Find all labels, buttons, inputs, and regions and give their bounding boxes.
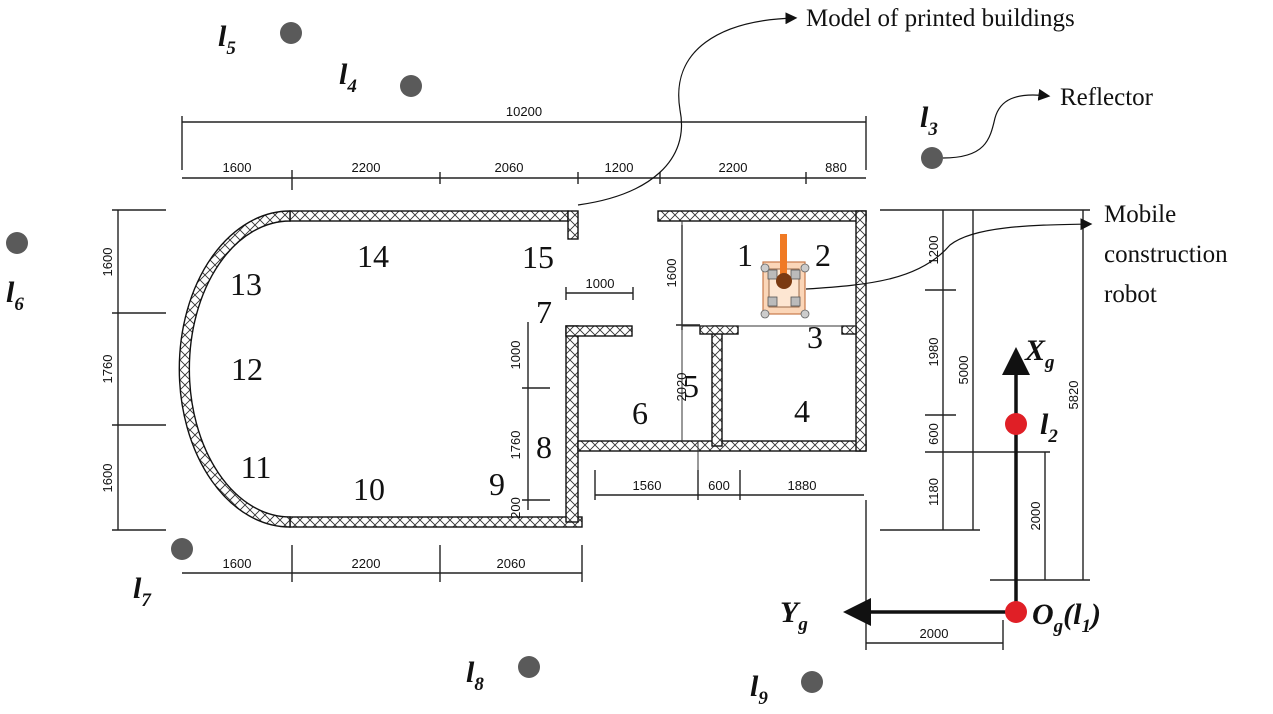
model-label: Model of printed buildings [806,5,1075,32]
reflector-label: Reflector [1060,84,1154,111]
reflector-l6-dot [6,232,28,254]
dim-top-1: 1600 [223,160,252,175]
dim-right-2: 1980 [926,338,941,367]
origin-label: Og(l1) [1032,598,1101,637]
annotations: Model of printed buildings Reflector Mob… [806,5,1228,308]
dim-left-1: 1600 [100,248,115,277]
reflectors: l5 l4 l3 l6 l2 l7 l8 l9 [6,20,1058,709]
dim-inner-bottom-3: 1880 [788,478,817,493]
coordinate-axes: Xg Yg Og(l1) [780,334,1101,637]
dim-bottom-3: 2060 [497,556,526,571]
construction-lines [681,221,856,470]
dim-right-4: 1180 [926,478,941,506]
dim-right-3: 600 [926,423,941,445]
dim-overall-top: 10200 [506,104,542,119]
room-11: 11 [241,449,272,485]
reflector-l2-dot [1005,413,1027,435]
room-numbers: 1 2 3 4 5 6 7 8 9 10 11 12 13 14 15 [230,237,831,507]
room-10: 10 [353,471,385,507]
dimension-labels: 10200 1600 2200 2060 1200 2200 880 1600 … [100,104,1081,641]
x-axis-label: Xg [1024,334,1055,373]
robot-label-line-2: construction [1104,241,1228,268]
dim-inner-left-3: 200 [508,497,523,519]
dim-left-2: 1760 [100,355,115,384]
room-2: 2 [815,237,831,273]
reflector-l4-dot [400,75,422,97]
room-3: 3 [807,319,823,355]
dim-inner-vertical-2: 2020 [674,373,689,402]
robot-label-line-1: Mobile [1104,201,1176,228]
room-9: 9 [489,466,505,502]
dim-bottom-1: 1600 [223,556,252,571]
room-5: 5 [683,368,699,404]
room-8: 8 [536,429,552,465]
dim-bottom-2: 2200 [352,556,381,571]
reflector-l5-dot [280,22,302,44]
dim-origin-offset: 2000 [920,626,949,641]
room-7: 7 [536,294,552,330]
room-15: 15 [522,239,554,275]
dim-top-3: 2060 [495,160,524,175]
dim-top-5: 2200 [719,160,748,175]
room-14: 14 [357,238,389,274]
reflector-l6-label: l6 [6,276,24,315]
robot-icon [760,234,810,319]
room-6: 6 [632,395,648,431]
dim-top-2: 2200 [352,160,381,175]
reflector-l7-dot [171,538,193,560]
room-12: 12 [231,351,263,387]
dim-top-4: 1200 [605,160,634,175]
dim-inner-top: 1000 [586,276,615,291]
y-axis-label: Yg [780,596,808,635]
reflector-l4-label: l4 [339,58,357,97]
reflector-l8-dot [518,656,540,678]
walls [178,210,867,528]
dim-right-total-b: 5820 [1066,381,1081,410]
reflector-l5-label: l5 [218,20,236,59]
reflector-l3-dot [921,147,943,169]
dim-inner-left-1: 1000 [508,341,523,370]
dim-inner-vertical-1: 1600 [664,259,679,288]
dim-inner-bottom-1: 1560 [633,478,662,493]
room-13: 13 [230,266,262,302]
dim-left-3: 1600 [100,464,115,493]
dim-inner-bottom-2: 600 [708,478,730,493]
origin-marker-dot [1005,601,1027,623]
room-1: 1 [737,237,753,273]
room-4: 4 [794,393,810,429]
dim-inner-left-2: 1760 [508,431,523,460]
dim-right-offset: 2000 [1028,502,1043,531]
dim-right-total-a: 5000 [956,356,971,385]
dimension-lines [112,116,1090,650]
reflector-l2-label: l2 [1040,408,1058,447]
reflector-l8-label: l8 [466,656,484,695]
reflector-l9-label: l9 [750,670,768,709]
reflector-l7-label: l7 [133,572,152,611]
reflector-l9-dot [801,671,823,693]
reflector-l3-label: l3 [920,101,938,140]
leader-lines [577,12,1093,290]
dim-top-6: 880 [825,160,847,175]
robot-label-line-3: robot [1104,281,1157,308]
